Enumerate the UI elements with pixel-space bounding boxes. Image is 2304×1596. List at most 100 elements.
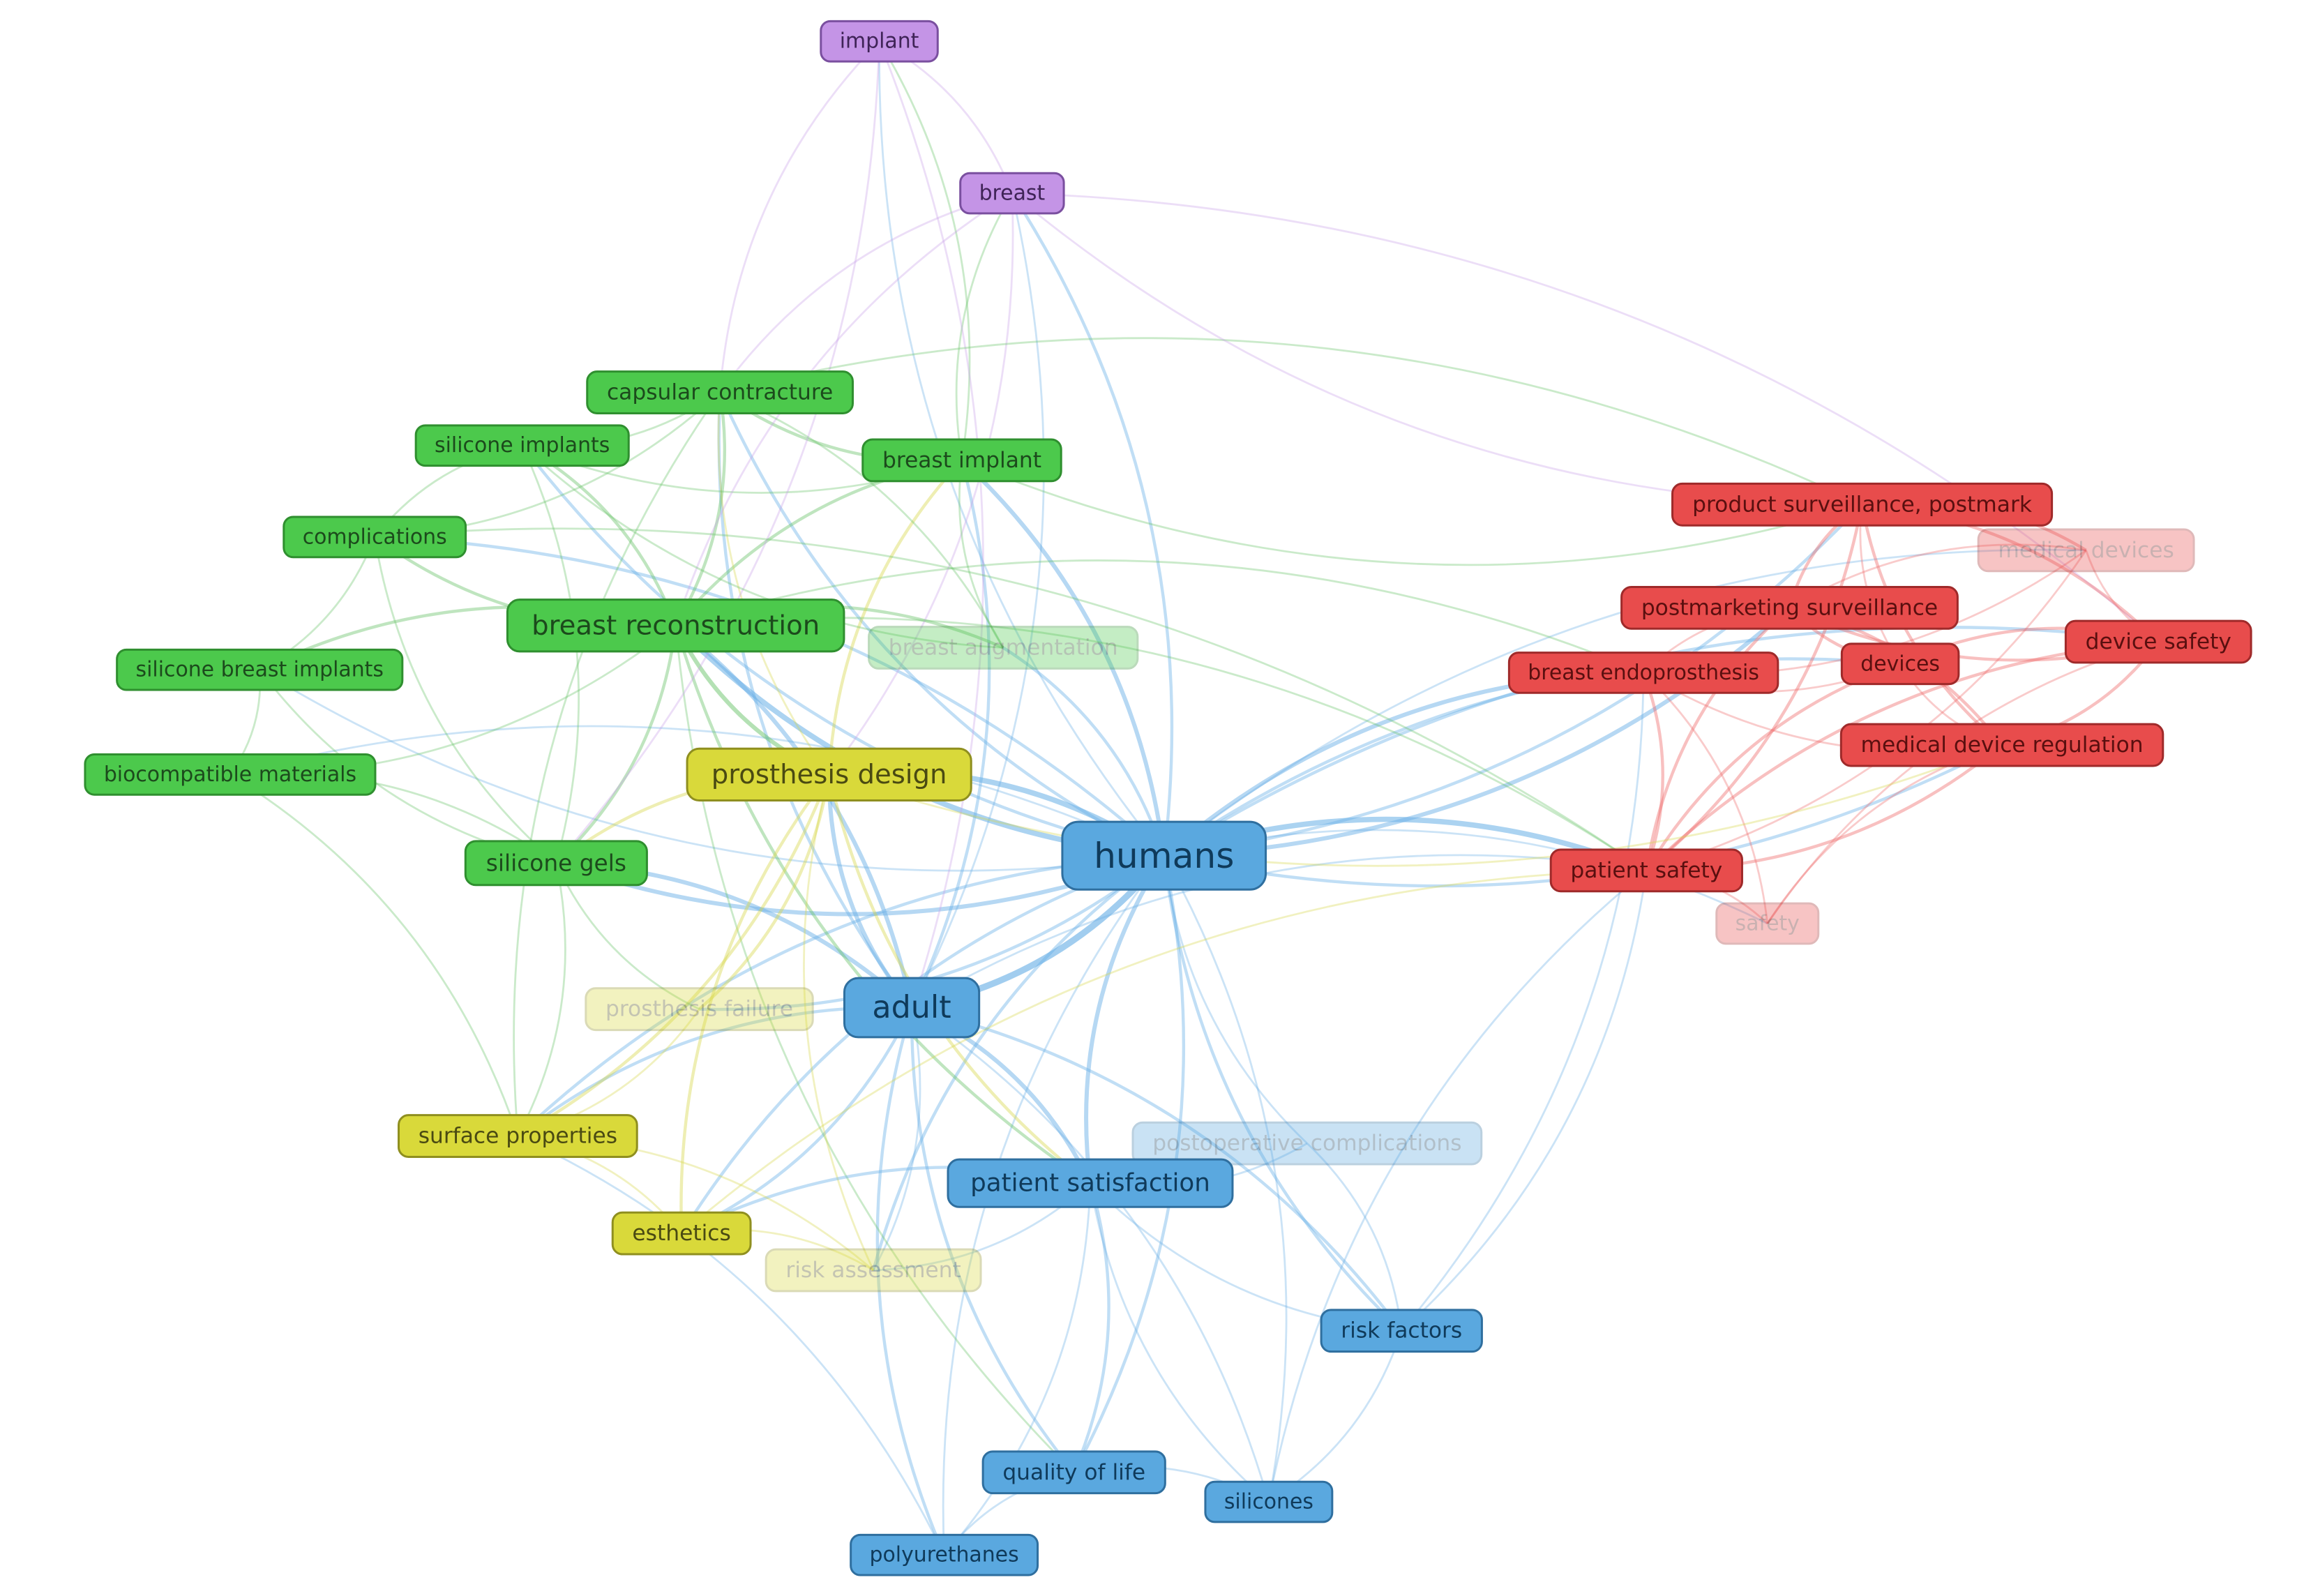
node-box-breast	[959, 172, 1065, 215]
node-box-surface-properties	[398, 1114, 638, 1158]
node-box-silicones	[1204, 1480, 1334, 1523]
node-breast-implant[interactable]: breast implant	[861, 438, 1062, 483]
node-box-biocompatible-materials	[84, 753, 377, 796]
node-box-product-surveillance-postmarketing	[1671, 482, 2054, 527]
node-medical-devices[interactable]: medical devices	[1977, 528, 2195, 573]
node-breast[interactable]: breast	[959, 172, 1065, 215]
edge-prosthesis-design-breast-implant	[827, 459, 963, 775]
edge-prosthesis-design-risk-assessment	[803, 774, 875, 1271]
node-label-humans: humans	[1094, 835, 1234, 876]
node-polyurethanes[interactable]: polyurethanes	[850, 1533, 1039, 1576]
edge-humans-prosthesis-failure	[699, 854, 1166, 1011]
node-label-polyurethanes: polyurethanes	[870, 1543, 1019, 1567]
edge-risk-factors-patient-safety	[1401, 870, 1648, 1332]
node-box-silicone-gels	[464, 840, 648, 887]
edge-prosthesis-design-capsular-contracture	[717, 392, 830, 776]
node-quality-of-life[interactable]: quality of life	[981, 1450, 1166, 1495]
edge-breast-reconstruction-patient-satisfaction	[674, 625, 1092, 1185]
node-box-silicone-breast-implants	[116, 648, 404, 691]
edge-prosthesis-design-medical-device-regulation	[829, 744, 2003, 867]
node-prosthesis-failure[interactable]: prosthesis failure	[585, 987, 814, 1032]
node-patient-safety[interactable]: patient safety	[1549, 848, 1743, 893]
edge-patient-satisfaction-polyurethanes	[943, 1183, 1092, 1556]
edge-humans-patient-satisfaction	[1084, 855, 1166, 1184]
node-risk-factors[interactable]: risk factors	[1320, 1309, 1483, 1353]
edge-silicone-implants-breast-augmentation	[521, 444, 1004, 649]
edge-humans-devices	[1163, 657, 1901, 857]
edge-complications-patient-safety	[375, 527, 1648, 872]
edge-humans-breast	[1011, 192, 1174, 856]
node-devices[interactable]: devices	[1840, 642, 1960, 686]
edge-adult-quality-of-life	[910, 1007, 1076, 1474]
node-box-esthetics	[611, 1211, 752, 1256]
edge-risk-factors-breast-endoprosthesis	[1401, 672, 1645, 1332]
node-adult[interactable]: adult	[843, 977, 981, 1039]
node-surface-properties[interactable]: surface properties	[398, 1114, 638, 1158]
node-label-patient-satisfaction: patient satisfaction	[970, 1169, 1210, 1198]
edge-breast-implant	[878, 40, 1014, 194]
node-prosthesis-design[interactable]: prosthesis design	[686, 747, 972, 802]
node-biocompatible-materials[interactable]: biocompatible materials	[84, 753, 377, 796]
edge-capsular-contracture-product-surveillance-postmarketing	[719, 337, 1862, 506]
edge-implant-silicone-gels	[555, 41, 880, 864]
node-label-surface-properties: surface properties	[419, 1124, 617, 1149]
node-box-polyurethanes	[850, 1533, 1039, 1576]
node-implant[interactable]: implant	[820, 20, 939, 63]
edge-humans-silicone-implants	[520, 444, 1165, 857]
node-box-devices	[1840, 642, 1960, 686]
edge-breast-product-surveillance-postmarketing	[1011, 192, 1862, 506]
edge-humans-medical-devices	[1163, 548, 2086, 857]
node-label-adult: adult	[872, 990, 951, 1025]
node-label-silicones: silicones	[1224, 1490, 1313, 1514]
node-device-safety[interactable]: device safety	[2064, 619, 2252, 664]
node-silicone-gels[interactable]: silicone gels	[464, 840, 648, 887]
node-silicone-breast-implants[interactable]: silicone breast implants	[116, 648, 404, 691]
node-box-patient-satisfaction	[947, 1158, 1234, 1208]
edge-implant-adult	[878, 40, 984, 1008]
node-risk-assessment[interactable]: risk assessment	[765, 1248, 982, 1293]
node-humans[interactable]: humans	[1061, 820, 1267, 891]
nodes-layer: breast augmentation prosthesis failure ris…	[84, 20, 2252, 1576]
node-breast-augmentation[interactable]: breast augmentation	[868, 626, 1139, 670]
edge-capsular-contracture-surface-properties	[513, 391, 721, 1136]
node-box-prosthesis-design	[686, 747, 972, 802]
edge-humans-silicones	[1163, 855, 1288, 1503]
node-box-implant	[820, 20, 939, 63]
node-box-quality-of-life	[981, 1450, 1166, 1495]
node-postoperative-complications[interactable]: postoperative complications	[1131, 1121, 1483, 1166]
node-breast-reconstruction[interactable]: breast reconstruction	[506, 598, 845, 653]
node-box-silicone-implants	[414, 424, 630, 467]
node-label-capsular-contracture: capsular contracture	[607, 380, 833, 405]
node-label-patient-safety: patient safety	[1570, 858, 1722, 883]
edge-breast-implant-product-surveillance-postmarketing	[961, 459, 1862, 566]
edge-patient-safety-product-surveillance-postmarketing	[1645, 504, 1864, 872]
node-silicones[interactable]: silicones	[1204, 1480, 1334, 1523]
edge-humans-capsular-contracture	[718, 391, 1165, 857]
node-safety[interactable]: safety	[1715, 902, 1820, 945]
node-label-esthetics: esthetics	[632, 1221, 730, 1246]
node-breast-endoprosthesis[interactable]: breast endoprosthesis	[1507, 652, 1779, 694]
node-silicone-implants[interactable]: silicone implants	[414, 424, 630, 467]
node-capsular-contracture[interactable]: capsular contracture	[586, 370, 854, 414]
node-postmarketing-surveillance[interactable]: postmarketing surveillance	[1620, 585, 1959, 630]
edge-breast-reconstruction-capsular-contracture	[674, 392, 726, 626]
node-complications[interactable]: complications	[283, 515, 467, 559]
node-esthetics[interactable]: esthetics	[611, 1211, 752, 1256]
node-box-risk-factors	[1320, 1309, 1483, 1353]
edge-breast-implant-implant	[878, 40, 971, 461]
edge-adult-capsular-contracture	[717, 392, 913, 1009]
edge-esthetics-patient-safety	[681, 869, 1647, 1235]
node-box-safety	[1715, 902, 1820, 945]
node-label-silicone-implants: silicone implants	[435, 433, 610, 458]
node-patient-satisfaction[interactable]: patient satisfaction	[947, 1158, 1234, 1208]
edge-silicone-gels-surface-properties	[517, 862, 566, 1137]
node-label-risk-factors: risk factors	[1341, 1318, 1462, 1343]
node-label-device-safety: device safety	[2086, 629, 2231, 654]
edges-layer	[229, 40, 2160, 1556]
edge-silicone-gels-complications	[373, 536, 557, 864]
edge-humans-risk-factors	[1162, 855, 1403, 1332]
node-medical-device-regulation[interactable]: medical device regulation	[1839, 723, 2164, 767]
edge-risk-factors-postoperative-complications	[1306, 1143, 1403, 1331]
node-product-surveillance-postmarketing[interactable]: product surveillance, postmark	[1671, 482, 2054, 527]
